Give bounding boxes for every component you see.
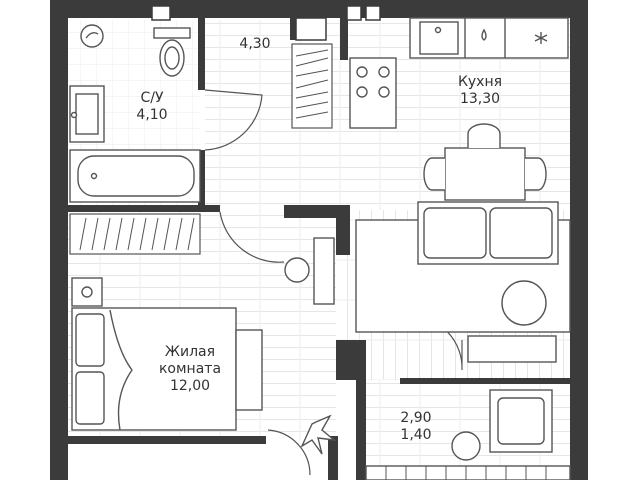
kitchen-name: Кухня [457, 74, 503, 90]
wardrobe-hatching [79, 49, 329, 251]
bathroom-area: 4,10 [136, 107, 168, 123]
window-hall-1 [346, 5, 362, 21]
bench-icon [235, 329, 263, 411]
dining-table-icon [444, 147, 526, 201]
wall-living-bottom-right [328, 436, 338, 480]
window-hall-2 [365, 5, 381, 21]
lamp-icon [284, 257, 310, 283]
wall-passage-bottom [400, 378, 570, 384]
wall-hall-stub [284, 205, 350, 218]
bedroom-furniture [71, 277, 337, 455]
chair-right-icon [525, 157, 547, 191]
coffee-table-icon [501, 280, 547, 326]
living-name-line2: комната [158, 361, 222, 377]
living-label: Жилая комната 12,00 [140, 344, 240, 395]
living-wardrobe-icon [69, 213, 201, 255]
balcony-label: 2,90 1,40 [386, 410, 446, 444]
window-bathroom [151, 5, 171, 21]
wall-bath-right-bottom [198, 150, 205, 210]
hall-wardrobe-icon [291, 43, 333, 129]
bathroom-name: С/У [140, 90, 164, 106]
side-table-icon [451, 431, 481, 461]
tv-stand-icon [313, 237, 335, 305]
wall-bath-bottom [68, 205, 220, 212]
wall-living-bottom [68, 436, 266, 444]
wall-mid-vertical [336, 205, 350, 255]
plant-icon [300, 414, 337, 455]
kitchen-area: 13,30 [459, 91, 501, 107]
wall-bath-right-top [198, 0, 205, 90]
hall-area-label: 4,30 [225, 36, 285, 53]
bathroom-fixtures [69, 24, 201, 203]
wall-outer-right [570, 0, 588, 480]
windows [151, 5, 381, 41]
door-bathroom-swing [204, 89, 263, 151]
bathroom-label: С/У 4,10 [122, 90, 182, 124]
walls [50, 0, 588, 480]
balcony-door-icon [467, 335, 557, 363]
corridor-floor [205, 140, 345, 210]
snowflake-icon [534, 32, 548, 44]
wall-hall-top [290, 0, 298, 40]
living-name-line1: Жилая [164, 344, 216, 360]
wall-outer-top [50, 0, 588, 18]
window-kitchen-shaft [295, 17, 327, 41]
balcony-rail-hatching [385, 466, 547, 480]
wall-balcony-stub [356, 360, 366, 480]
water-drop-icon [481, 28, 487, 41]
balcony-area-reduced: 1,40 [400, 427, 432, 443]
wardrobes [69, 43, 333, 255]
kitchen-fixtures [349, 17, 569, 201]
wall-outer-left [50, 0, 68, 480]
chair-top-icon [467, 123, 501, 148]
wall-kitchen-top [340, 0, 348, 60]
door-bottom-swing [267, 429, 311, 476]
toilet-tank-icon [153, 27, 191, 39]
chair-left-icon [423, 157, 445, 191]
balcony-rail-icon [365, 465, 571, 480]
door-living-swing [219, 211, 285, 263]
balcony-furniture [365, 335, 571, 480]
hall-area: 4,30 [239, 36, 271, 52]
kitchen-sink-icon [419, 21, 459, 55]
kitchen-label: Кухня 13,30 [440, 74, 520, 108]
lounge-furniture [284, 201, 571, 333]
living-area: 12,00 [169, 378, 211, 394]
balcony-area: 2,90 [400, 410, 432, 426]
washing-machine-icon [80, 24, 104, 48]
